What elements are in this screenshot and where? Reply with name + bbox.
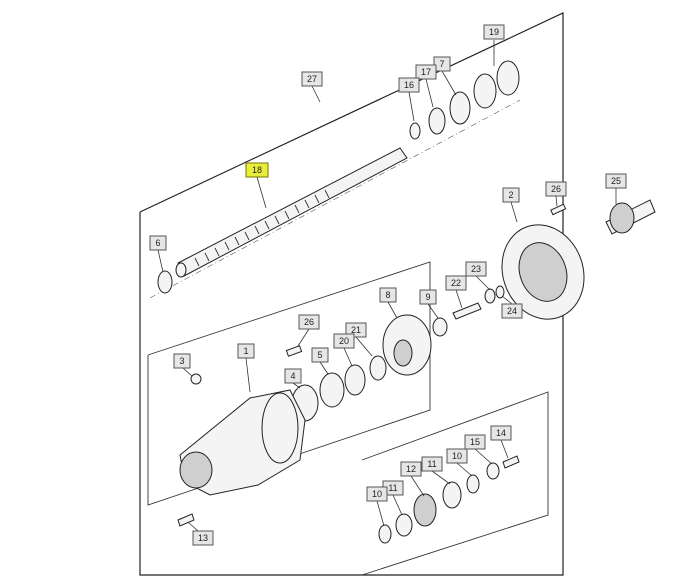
callout-label: 16 xyxy=(404,80,414,90)
callout-17: 17 xyxy=(415,64,437,80)
callout-label: 11 xyxy=(427,459,436,469)
callout-label: 22 xyxy=(451,278,461,288)
callout-label: 13 xyxy=(198,533,208,543)
callout-label: 2 xyxy=(508,190,513,200)
callout-label: 25 xyxy=(611,176,621,186)
callout-25: 25 xyxy=(605,173,627,189)
leader-lines xyxy=(157,40,617,532)
shaft-part-18 xyxy=(149,99,521,299)
housing-part-1 xyxy=(177,373,306,527)
callout-label: 21 xyxy=(351,325,361,335)
callout-26-lower: 26 xyxy=(298,314,320,330)
callout-12: 12 xyxy=(400,461,422,477)
callout-label: 27 xyxy=(307,74,317,84)
bearing-rings-upper xyxy=(157,60,520,294)
callout-27: 27 xyxy=(301,71,323,87)
callout-10-left: 10 xyxy=(366,486,388,502)
callout-label: 3 xyxy=(179,356,184,366)
callout-label: 20 xyxy=(339,336,349,346)
callout-label: 15 xyxy=(470,437,480,447)
callout-15: 15 xyxy=(464,434,486,450)
callout-label: 17 xyxy=(421,67,431,77)
callout-3: 3 xyxy=(173,353,191,369)
callout-6: 6 xyxy=(149,235,167,251)
callout-label: 18 xyxy=(252,165,262,175)
small-parts xyxy=(285,203,567,357)
lower-gear-set xyxy=(378,455,520,544)
callout-label: 10 xyxy=(452,451,462,461)
callout-label: 12 xyxy=(406,464,416,474)
callout-label: 4 xyxy=(290,371,295,381)
callout-5: 5 xyxy=(311,347,329,363)
callout-16: 16 xyxy=(398,77,420,93)
callout-label: 5 xyxy=(317,350,322,360)
callout-label: 23 xyxy=(471,264,481,274)
callout-label: 7 xyxy=(439,59,444,69)
callout-11-right: 11 xyxy=(421,456,443,472)
callout-19: 19 xyxy=(483,24,505,40)
callout-26-upper: 26 xyxy=(545,181,567,197)
pinion-shaft-part-25 xyxy=(605,199,656,235)
callout-8: 8 xyxy=(379,287,397,303)
callout-label: 8 xyxy=(385,290,390,300)
callout-7: 7 xyxy=(433,56,451,72)
callout-23: 23 xyxy=(465,261,487,277)
callout-label: 19 xyxy=(489,27,499,37)
callout-9: 9 xyxy=(419,289,437,305)
ring-gear-part-2 xyxy=(501,224,585,320)
callout-22: 22 xyxy=(445,275,467,291)
callout-label: 10 xyxy=(372,489,382,499)
callout-label: 6 xyxy=(155,238,160,248)
carrier-part-8 xyxy=(382,314,432,376)
callout-18-highlighted: 18 xyxy=(245,162,269,178)
callout-13: 13 xyxy=(192,530,214,546)
callout-label: 1 xyxy=(243,346,248,356)
callout-1: 1 xyxy=(237,343,255,359)
callout-label: 11 xyxy=(388,483,397,493)
callout-20: 20 xyxy=(333,333,355,349)
callout-2: 2 xyxy=(502,187,520,203)
callout-4: 4 xyxy=(284,368,302,384)
callout-label: 24 xyxy=(507,306,517,316)
callout-label: 26 xyxy=(551,184,561,194)
callout-10-right: 10 xyxy=(446,448,468,464)
callout-24: 24 xyxy=(501,303,523,319)
bearing-stack xyxy=(291,355,387,422)
callout-label: 26 xyxy=(304,317,314,327)
callout-label: 14 xyxy=(496,428,506,438)
callout-14: 14 xyxy=(490,425,512,441)
callout-label: 9 xyxy=(425,292,430,302)
